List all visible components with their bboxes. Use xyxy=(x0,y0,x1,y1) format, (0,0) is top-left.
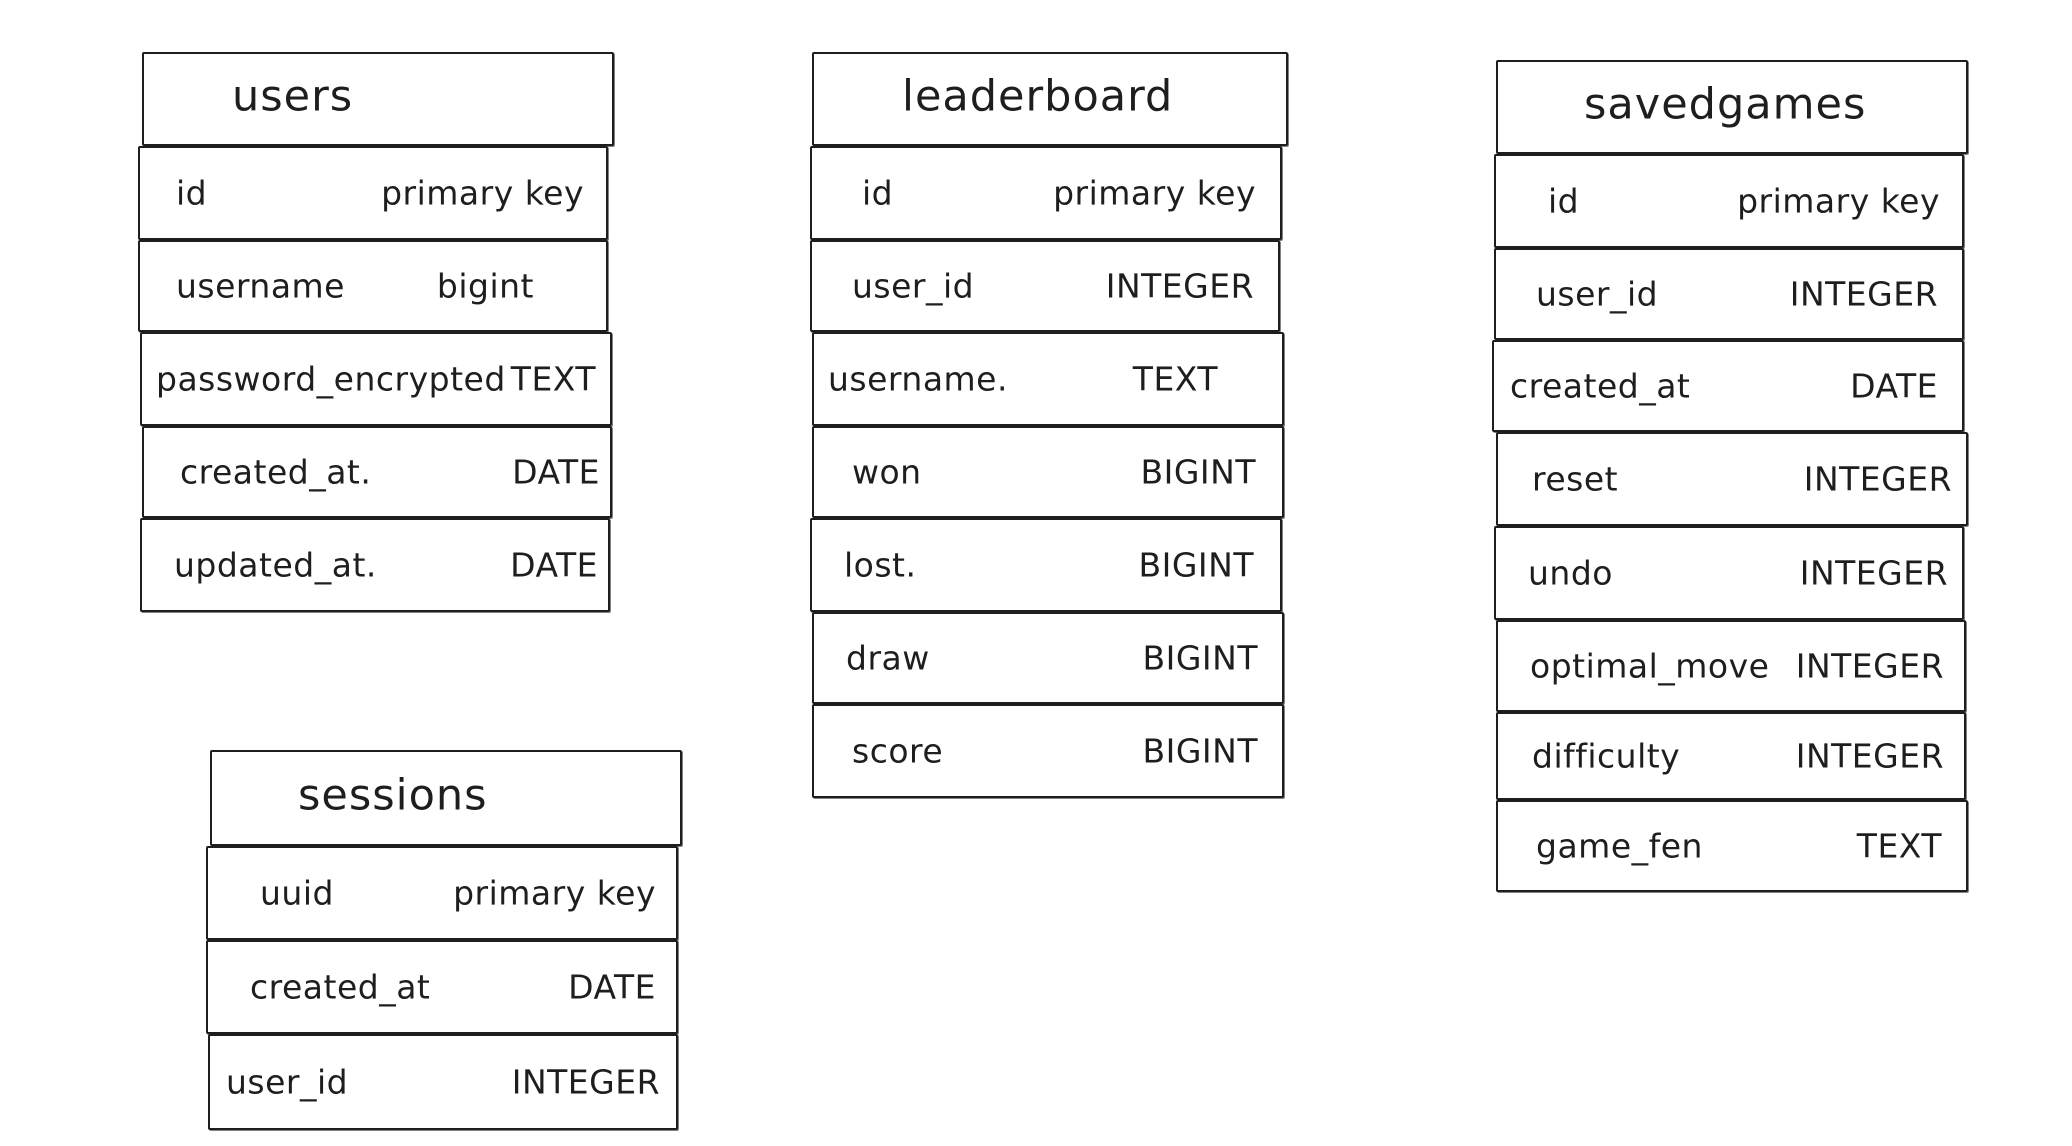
table-row[interactable]: game_fen TEXT xyxy=(1496,800,1968,892)
column-type: bigint xyxy=(436,266,534,306)
column-name: optimal_move xyxy=(1530,646,1770,686)
column-type: TEXT xyxy=(510,359,596,399)
table-leaderboard-title: leaderboard xyxy=(902,71,1174,122)
column-type: primary key xyxy=(453,873,656,913)
table-users-title: users xyxy=(232,71,354,122)
column-name: updated_at. xyxy=(174,545,377,585)
column-type: BIGINT xyxy=(1140,452,1256,492)
table-savedgames-header[interactable]: savedgames xyxy=(1496,60,1968,154)
column-type: primary key xyxy=(1737,181,1940,221)
table-leaderboard-header[interactable]: leaderboard xyxy=(812,52,1288,146)
table-sessions-title: sessions xyxy=(298,770,488,821)
column-name: username xyxy=(176,266,345,306)
table-row[interactable]: optimal_move INTEGER xyxy=(1496,620,1966,712)
column-name: score xyxy=(852,731,944,771)
column-name: username. xyxy=(828,359,1008,399)
table-row[interactable]: draw BIGINT xyxy=(812,612,1284,704)
column-type: DATE xyxy=(512,452,600,492)
column-type: BIGINT xyxy=(1142,731,1258,771)
column-name: password_encrypted xyxy=(156,359,506,399)
column-name: user_id xyxy=(226,1062,349,1102)
column-name: id xyxy=(1548,181,1580,221)
table-users-header[interactable]: users xyxy=(142,52,614,146)
column-type: DATE xyxy=(1850,366,1938,406)
column-type: DATE xyxy=(510,545,598,585)
column-name: reset xyxy=(1532,459,1619,499)
column-name: created_at xyxy=(1510,366,1691,406)
table-row[interactable]: reset INTEGER xyxy=(1496,432,1968,526)
table-row[interactable]: score BIGINT xyxy=(812,704,1284,798)
column-name: created_at. xyxy=(180,452,372,492)
table-row[interactable]: created_at DATE xyxy=(1492,340,1964,432)
table-sessions-header[interactable]: sessions xyxy=(210,750,682,846)
table-savedgames[interactable]: savedgames id primary key user_id INTEGE… xyxy=(1492,60,1968,892)
column-name: user_id xyxy=(852,266,975,306)
table-row[interactable]: uuid primary key xyxy=(206,846,678,940)
table-row[interactable]: difficulty INTEGER xyxy=(1496,712,1966,800)
table-row[interactable]: user_id INTEGER xyxy=(1494,248,1964,340)
column-type: INTEGER xyxy=(1105,266,1254,306)
column-type: BIGINT xyxy=(1138,545,1254,585)
column-type: INTEGER xyxy=(511,1062,660,1102)
column-name: id xyxy=(176,173,208,213)
column-type: INTEGER xyxy=(1803,459,1952,499)
column-name: undo xyxy=(1528,553,1613,593)
table-row[interactable]: created_at. DATE xyxy=(142,426,612,518)
column-name: id xyxy=(862,173,894,213)
column-name: uuid xyxy=(260,873,334,913)
column-type: primary key xyxy=(381,173,584,213)
column-name: game_fen xyxy=(1536,826,1703,866)
column-type: primary key xyxy=(1053,173,1256,213)
table-row[interactable]: username. TEXT xyxy=(812,332,1284,426)
column-name: won xyxy=(852,452,922,492)
column-type: BIGINT xyxy=(1142,638,1258,678)
column-name: user_id xyxy=(1536,274,1659,314)
table-row[interactable]: lost. BIGINT xyxy=(810,518,1282,612)
column-name: lost. xyxy=(844,545,917,585)
table-savedgames-title: savedgames xyxy=(1584,79,1867,130)
table-row[interactable]: id primary key xyxy=(810,146,1282,240)
table-row[interactable]: user_id INTEGER xyxy=(208,1034,678,1130)
table-row[interactable]: user_id INTEGER xyxy=(810,240,1280,332)
table-row[interactable]: won BIGINT xyxy=(812,426,1284,518)
column-type: TEXT xyxy=(1132,359,1218,399)
column-name: created_at xyxy=(250,967,431,1007)
table-users[interactable]: users id primary key username bigint pas… xyxy=(138,52,614,612)
table-leaderboard[interactable]: leaderboard id primary key user_id INTEG… xyxy=(810,52,1288,798)
table-row[interactable]: username bigint xyxy=(138,240,608,332)
column-type: INTEGER xyxy=(1799,553,1948,593)
table-row[interactable]: undo INTEGER xyxy=(1494,526,1964,620)
column-name: difficulty xyxy=(1532,736,1681,776)
column-type: INTEGER xyxy=(1795,736,1944,776)
table-row[interactable]: updated_at. DATE xyxy=(140,518,610,612)
table-sessions[interactable]: sessions uuid primary key created_at DAT… xyxy=(206,750,682,1130)
column-type: INTEGER xyxy=(1795,646,1944,686)
table-row[interactable]: password_encrypted TEXT xyxy=(140,332,612,426)
table-row[interactable]: created_at DATE xyxy=(206,940,678,1034)
table-row[interactable]: id primary key xyxy=(1494,154,1964,248)
column-type: DATE xyxy=(568,967,656,1007)
column-type: INTEGER xyxy=(1789,274,1938,314)
column-type: TEXT xyxy=(1856,826,1942,866)
column-name: draw xyxy=(846,638,930,678)
table-row[interactable]: id primary key xyxy=(138,146,608,240)
